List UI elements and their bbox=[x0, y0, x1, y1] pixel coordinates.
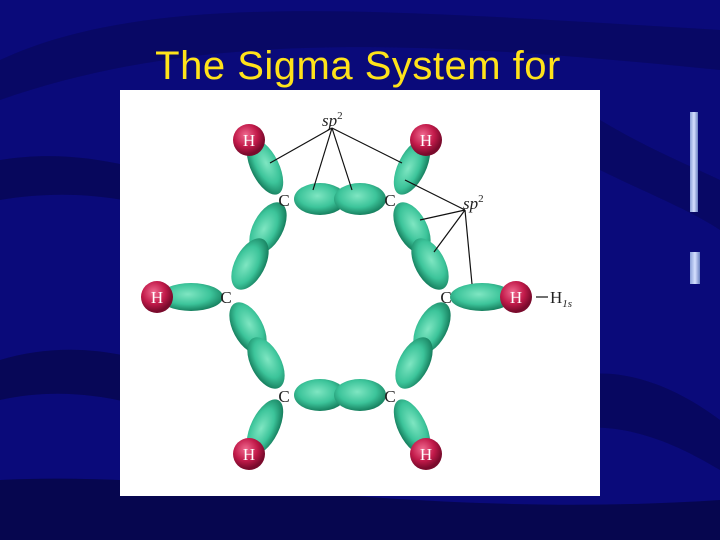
ch-sigma-bond-left bbox=[141, 281, 223, 313]
benzene-sigma-diagram: H H H H H H C C C C C C sp2 sp2 H1s bbox=[120, 90, 600, 496]
ch-sigma-bond-right bbox=[450, 281, 532, 313]
h1s-orbital-label: H1s bbox=[550, 288, 572, 310]
slide-side-accent bbox=[690, 112, 700, 284]
hydrogen-label: H bbox=[420, 445, 432, 464]
hydrogen-label: H bbox=[510, 288, 522, 307]
hydrogen-label: H bbox=[420, 131, 432, 150]
ch-sigma-bond-bottom-left bbox=[233, 399, 284, 470]
hydrogen-label: H bbox=[243, 131, 255, 150]
cc-sigma-bond-lower-left bbox=[229, 302, 285, 389]
cc-sigma-bond-lower-right bbox=[395, 302, 451, 389]
cc-sigma-bond-top bbox=[294, 183, 386, 215]
cc-sigma-bond-upper-left bbox=[231, 202, 287, 290]
carbon-label: C bbox=[384, 387, 395, 406]
slide-title: The Sigma System for bbox=[155, 44, 561, 88]
ch-sigma-bond-bottom-right bbox=[393, 399, 442, 470]
hydrogen-label: H bbox=[151, 288, 163, 307]
ch-sigma-bond-top-right bbox=[393, 124, 442, 195]
sp2-label-right: sp2 bbox=[463, 193, 484, 213]
carbon-label: C bbox=[440, 288, 451, 307]
carbon-label: C bbox=[278, 387, 289, 406]
sp2-label-top: sp2 bbox=[322, 110, 343, 130]
sp2-leader-lines bbox=[269, 127, 548, 298]
hydrogen-label: H bbox=[243, 445, 255, 464]
cc-sigma-bond-upper-right bbox=[393, 202, 449, 290]
carbon-label: C bbox=[384, 191, 395, 210]
carbon-label: C bbox=[220, 288, 231, 307]
carbon-label: C bbox=[278, 191, 289, 210]
cc-sigma-bond-bottom bbox=[294, 379, 386, 411]
ch-sigma-bond-top-left bbox=[233, 124, 284, 195]
